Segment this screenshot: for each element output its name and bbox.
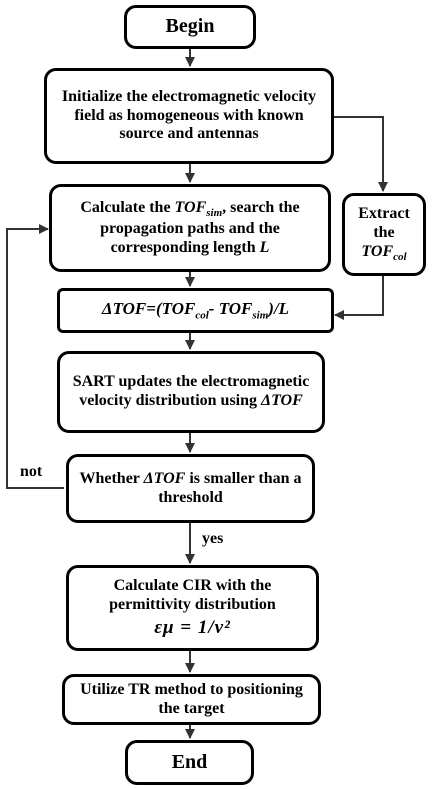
edge-extract-delta [334,275,384,320]
cir-node: Calculate CIR with the permittivity dist… [66,565,319,651]
init-node: Initialize the electromagnetic velocity … [44,68,334,164]
delta-node: ΔTOF=(TOFcol- TOFsim)/L [57,288,334,333]
tr-node: Utilize TR method to positioning the tar… [62,674,321,725]
whether-node: Whether ΔTOF is smaller than a threshold [66,454,315,523]
edge-init-extract [333,116,388,192]
edge-whether-calc-loop [6,224,64,489]
end-node: End [125,740,254,785]
edge-label-yes: yes [202,530,224,547]
edge-label-not: not [20,463,43,480]
sart-node: SART updates the electromagnetic velocit… [57,351,325,433]
begin-node: Begin [124,5,256,49]
extract-node: Extract the TOFcol [342,193,426,276]
cir-formula: εμ = 1/v² [154,616,231,638]
calc-node: Calculate the TOFsim, search the propaga… [49,184,331,272]
